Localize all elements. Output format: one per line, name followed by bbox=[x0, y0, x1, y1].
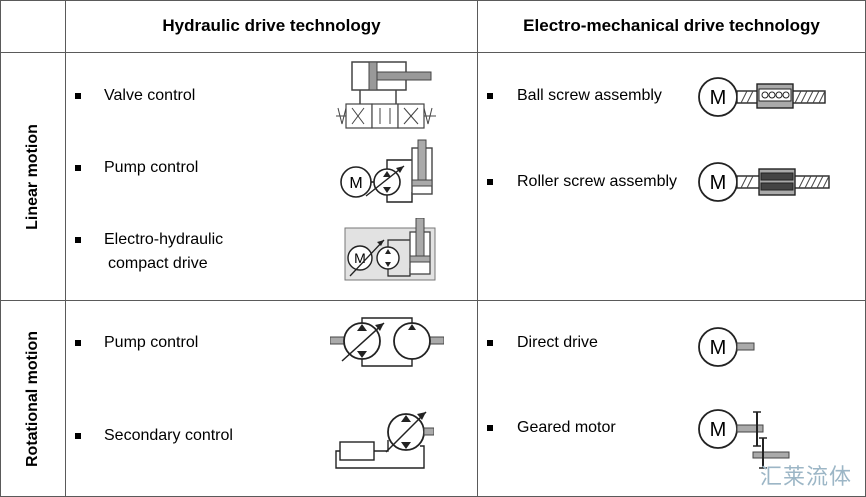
bullet bbox=[75, 165, 81, 171]
list-item-direct-drive: Direct drive bbox=[517, 334, 598, 351]
row-label-linear-text: Linear motion bbox=[24, 123, 41, 230]
direct-drive-motor-icon: M bbox=[698, 327, 755, 367]
bullet bbox=[487, 425, 493, 431]
motor-symbol: M bbox=[710, 87, 727, 109]
valve-control-icon bbox=[336, 61, 436, 129]
column-divider-label bbox=[65, 0, 66, 497]
watermark-logo: 汇莱流体 bbox=[759, 465, 852, 490]
list-item-pump-control-rotational: Pump control bbox=[104, 334, 199, 351]
list-item-compact-drive: compact drive bbox=[108, 255, 208, 272]
motor-symbol: M bbox=[349, 175, 362, 192]
row-divider-middle bbox=[0, 300, 866, 301]
row-label-linear: Linear motion bbox=[0, 53, 66, 300]
column-divider-middle bbox=[477, 0, 478, 497]
list-item-electro-hydraulic: Electro-hydraulic bbox=[104, 231, 224, 248]
bullet bbox=[75, 237, 81, 243]
row-label-rotational: Rotational motion bbox=[0, 301, 66, 496]
list-item-secondary-control: Secondary control bbox=[104, 427, 233, 444]
motor-symbol: M bbox=[710, 172, 727, 194]
motor-symbol: M bbox=[354, 250, 366, 266]
column-header-electromechanical: Electro-mechanical drive technology bbox=[523, 16, 820, 35]
column-header-hydraulic: Hydraulic drive technology bbox=[162, 16, 381, 35]
compact-drive-icon: M bbox=[344, 218, 436, 281]
roller-screw-icon: M bbox=[698, 162, 830, 202]
list-item-valve-control: Valve control bbox=[104, 87, 196, 104]
ball-screw-icon: M bbox=[698, 77, 826, 117]
geared-motor-icon: M bbox=[698, 409, 790, 469]
row-divider-header bbox=[0, 52, 866, 53]
bullet bbox=[487, 93, 493, 99]
bullet bbox=[487, 179, 493, 185]
pump-control-linear-icon: M bbox=[340, 139, 433, 203]
bullet bbox=[75, 433, 81, 439]
table-border-top bbox=[0, 0, 866, 1]
row-label-rotational-text: Rotational motion bbox=[24, 330, 42, 467]
bullet bbox=[75, 93, 81, 99]
bullet bbox=[75, 340, 81, 346]
list-item-geared-motor: Geared motor bbox=[517, 419, 616, 436]
list-item-ball-screw: Ball screw assembly bbox=[517, 87, 662, 104]
bullet bbox=[487, 340, 493, 346]
secondary-control-icon bbox=[335, 411, 434, 469]
motor-symbol: M bbox=[710, 419, 727, 441]
table-border-left bbox=[0, 0, 1, 497]
pump-motor-circuit-icon bbox=[330, 317, 444, 367]
list-item-roller-screw: Roller screw assembly bbox=[517, 173, 678, 190]
list-item-pump-control-linear: Pump control bbox=[104, 159, 199, 176]
motor-symbol: M bbox=[710, 337, 727, 359]
